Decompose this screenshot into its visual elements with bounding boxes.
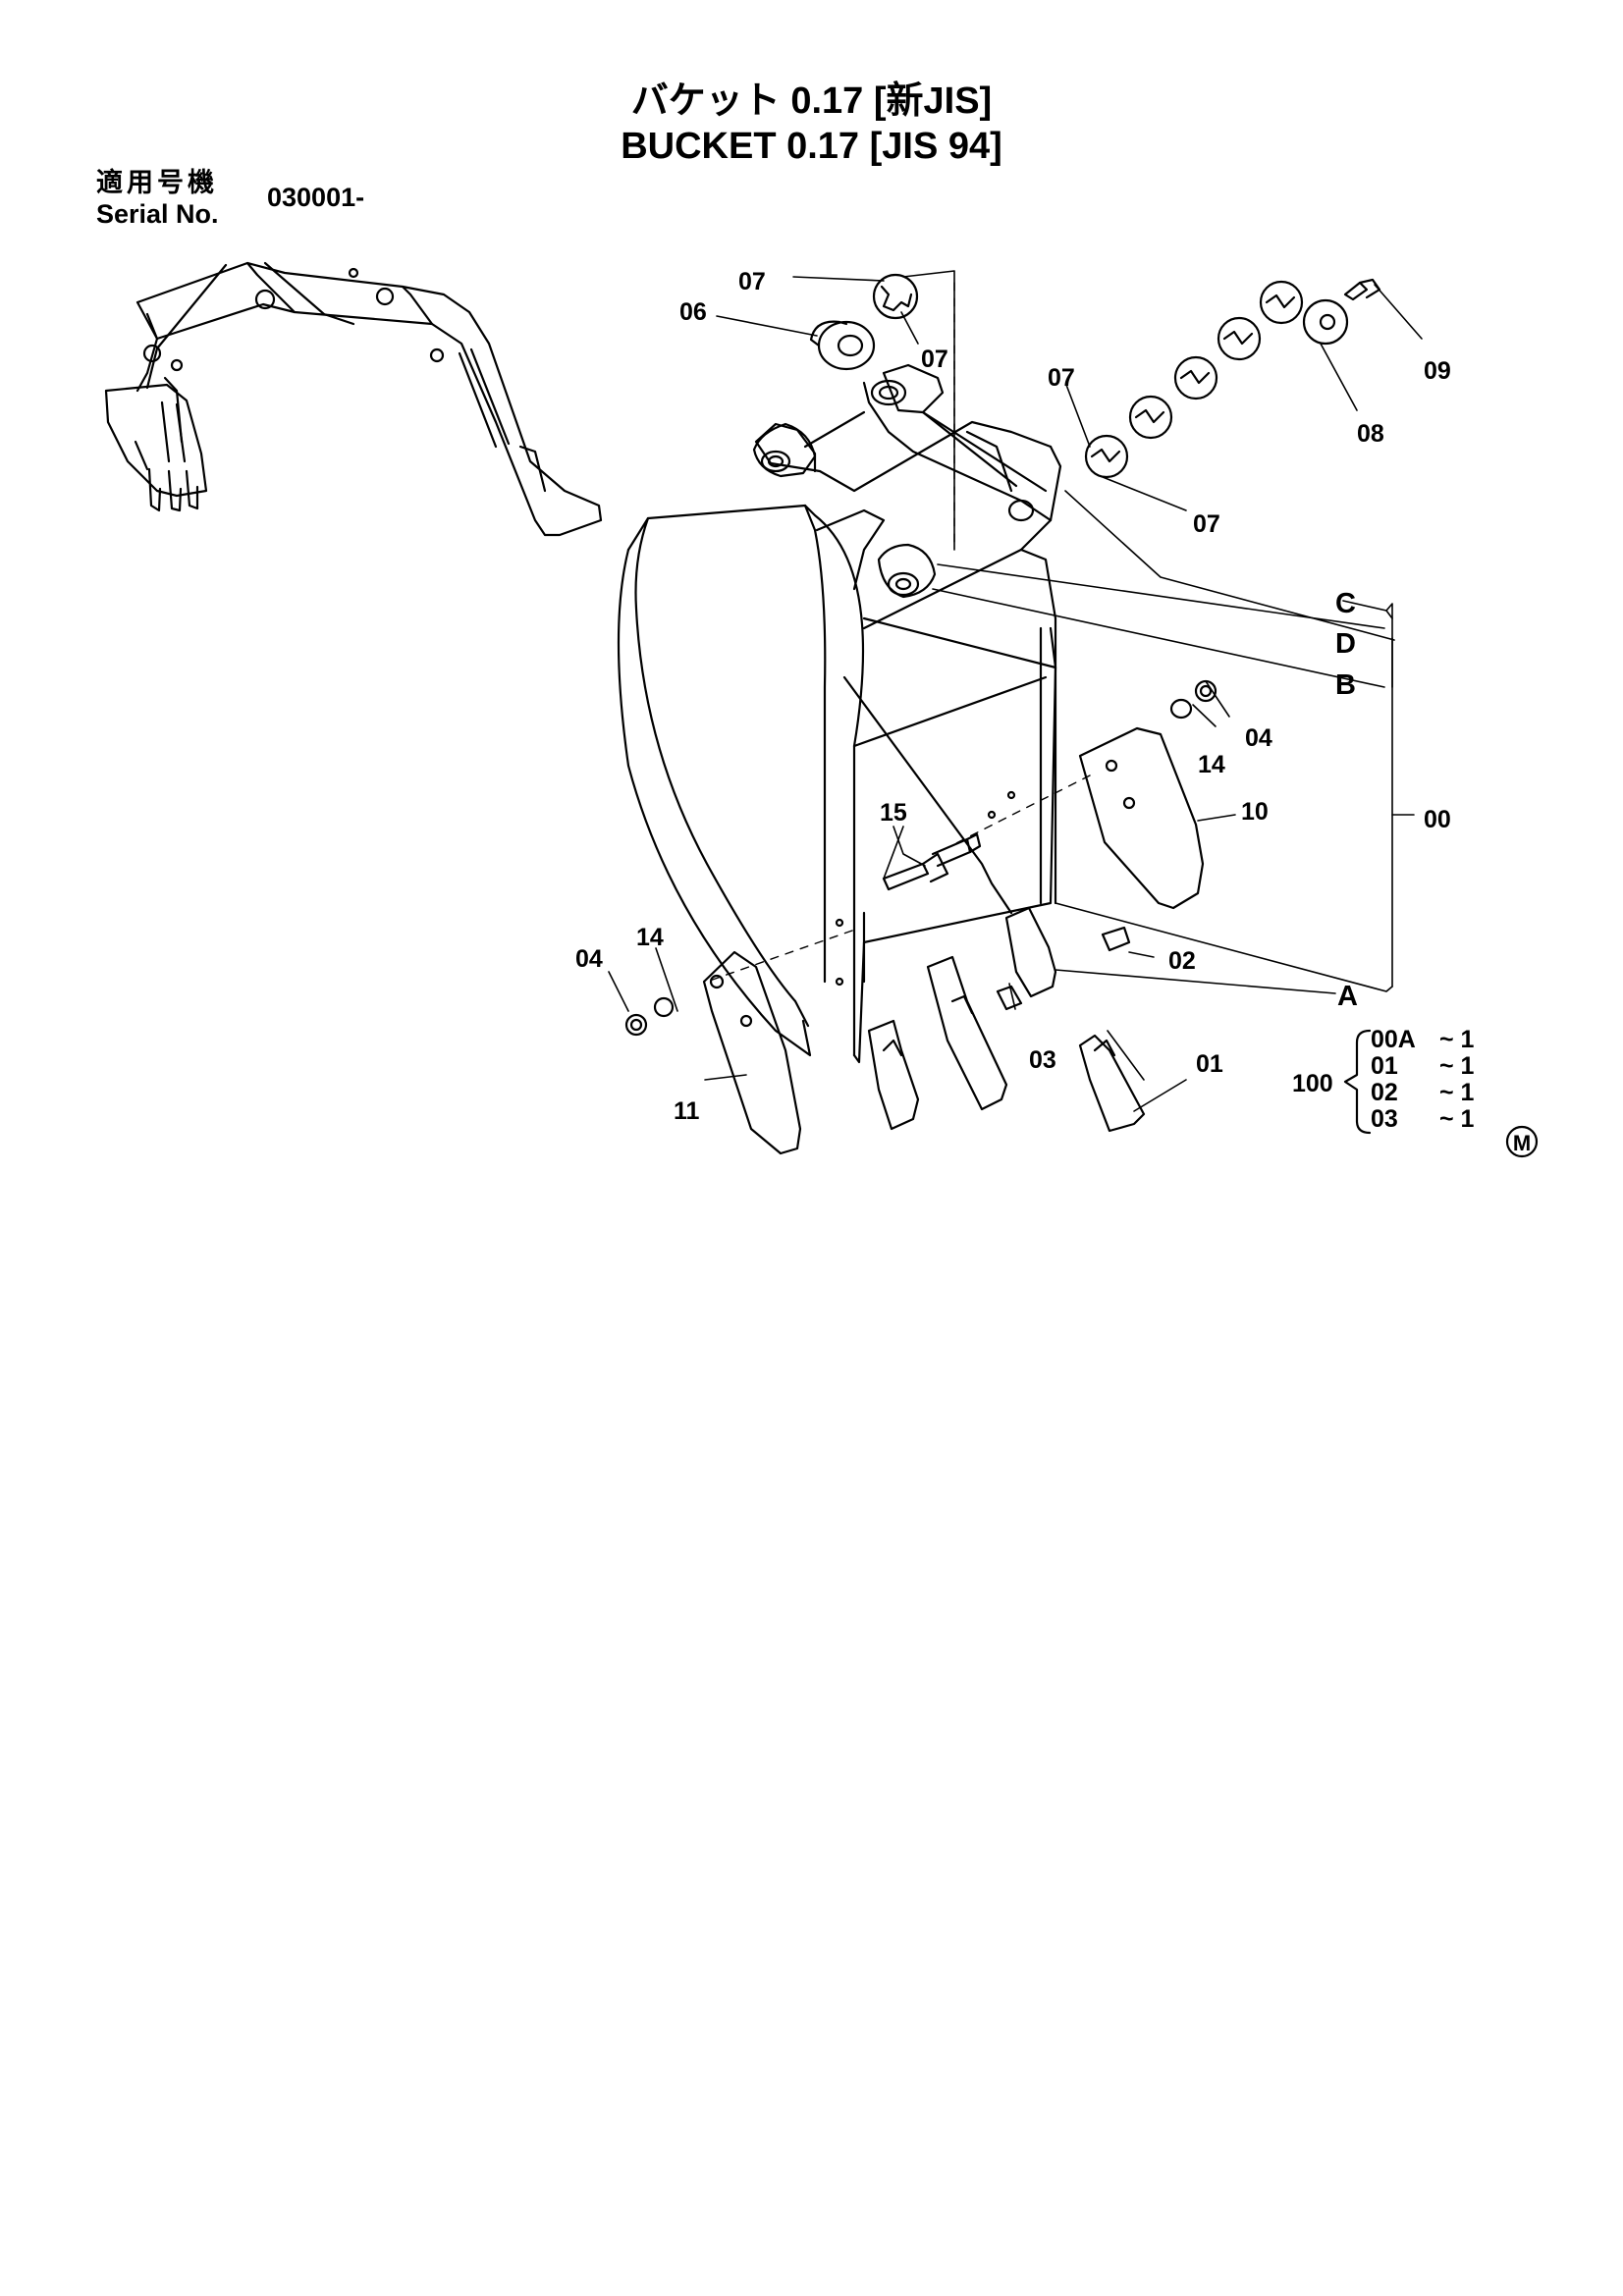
serial-label-block: 適用号機 Serial No. [96, 167, 219, 230]
callout-02: 02 [1168, 947, 1196, 975]
m-mark-circle [1505, 1125, 1539, 1158]
set-item-qty: ~ 1 [1439, 1105, 1475, 1133]
callout-07-upper: 07 [921, 346, 948, 373]
callout-14-left: 14 [636, 924, 664, 951]
tooth-icon [867, 906, 1146, 1133]
callout-07-top: 07 [738, 268, 766, 295]
m-mark-text: M [1513, 1131, 1531, 1155]
set-list: 100 00A ~ 1 01 ~ 1 02 ~ 1 03 ~ 1 [1292, 1026, 1475, 1133]
leader-lines [608, 270, 1423, 1112]
callout-09: 09 [1424, 357, 1451, 385]
set-item-part: 02 [1371, 1079, 1398, 1106]
set-item-qty: ~ 1 [1439, 1052, 1475, 1080]
callout-14-right: 14 [1198, 751, 1225, 778]
callout-11: 11 [674, 1097, 700, 1125]
callout-07-right: 07 [1048, 364, 1075, 392]
callout-15: 15 [880, 799, 907, 827]
callout-00: 00 [1424, 806, 1451, 833]
callout-04-right: 04 [1245, 724, 1272, 752]
assembly-axis-lines [706, 282, 1091, 983]
shim-set-icon [809, 273, 1381, 479]
set-assembly-number: 100 [1292, 1070, 1333, 1097]
serial-number-value: 030001- [267, 183, 365, 212]
bucket-assembly-icon [617, 363, 1062, 1064]
callout-B: B [1335, 669, 1356, 701]
callout-04-left: 04 [575, 945, 603, 973]
callout-07-lower: 07 [1193, 510, 1220, 538]
serial-label-japanese: 適用号機 [96, 168, 218, 197]
callout-06: 06 [679, 298, 707, 326]
callout-03: 03 [1029, 1046, 1056, 1074]
set-item-part: 03 [1371, 1105, 1398, 1133]
title-japanese: バケット 0.17 [新JIS] [630, 80, 993, 122]
set-item-qty: ~ 1 [1439, 1026, 1475, 1053]
set-item-part: 01 [1371, 1052, 1398, 1080]
set-list-bracket [1343, 1029, 1372, 1135]
title-block: バケット 0.17 [新JIS] BUCKET 0.17 [JIS 94] [0, 79, 1623, 169]
side-cutter-icon [702, 726, 1205, 1155]
callout-C: C [1335, 588, 1356, 619]
excavator-overview-icon [104, 261, 603, 537]
callout-08: 08 [1357, 420, 1384, 448]
set-item-qty: ~ 1 [1439, 1079, 1475, 1106]
serial-label-english: Serial No. [96, 199, 219, 229]
callout-10: 10 [1241, 798, 1269, 826]
title-english: BUCKET 0.17 [JIS 94] [621, 126, 1002, 167]
callout-D: D [1335, 628, 1356, 660]
callout-A: A [1337, 981, 1358, 1012]
set-item-part: 00A [1371, 1026, 1416, 1053]
callout-01: 01 [1196, 1050, 1223, 1078]
